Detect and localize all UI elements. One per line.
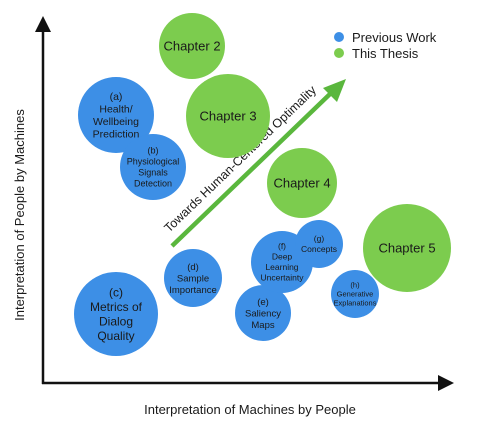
- bubble-label-a-health-wellbeing: Prediction: [93, 128, 140, 140]
- bubble-circle-b-physiological: [120, 134, 186, 200]
- legend-previous-work-swatch: [334, 32, 344, 42]
- bubble-chapter-4: Chapter 4: [267, 148, 337, 218]
- bubbles: Chapter 2 Chapter 3 Chapter 4 Chapter 5 (a)H…: [74, 13, 451, 356]
- bubble-circle-chapter-3: [186, 74, 270, 158]
- bubble-label-g-concepts: Concepts: [301, 244, 337, 254]
- bubble-circle-chapter-2: [159, 13, 225, 79]
- bubble-chapter-2: Chapter 2: [159, 13, 225, 79]
- bubble-label-f-deep-learning: Deep: [272, 252, 293, 262]
- bubble-chapter-5: Chapter 5: [363, 204, 451, 292]
- bubble-label-c-metrics-dialog: (c): [109, 285, 123, 299]
- bubble-label-d-sample-importance: Importance: [169, 285, 217, 296]
- bubble-circle-c-metrics-dialog: [74, 272, 158, 356]
- legend-previous-work-label: Previous Work: [352, 30, 437, 45]
- bubble-label-a-health-wellbeing: Health/: [99, 103, 132, 115]
- bubble-label-h-generative: Generative: [337, 290, 374, 299]
- bubble-label-b-physiological: (b): [148, 146, 159, 156]
- bubble-label-chapter-2: Chapter 2: [163, 39, 220, 54]
- legend: Previous Work This Thesis: [334, 30, 437, 61]
- bubble-circle-a-health-wellbeing: [78, 77, 154, 153]
- bubble-label-e-saliency-maps: (e): [257, 297, 269, 308]
- bubble-circle-chapter-4: [267, 148, 337, 218]
- bubble-g-concepts: (g)Concepts: [295, 220, 343, 268]
- bubble-label-c-metrics-dialog: Dialog: [99, 314, 133, 328]
- bubble-label-h-generative: Explanations: [334, 299, 377, 308]
- optimality-arrow-shaft: [170, 92, 332, 248]
- bubble-label-a-health-wellbeing: (a): [110, 91, 123, 103]
- bubble-label-f-deep-learning: Learning: [265, 262, 298, 272]
- x-axis-arrowhead: [438, 375, 454, 391]
- bubble-chapter-3: Chapter 3: [186, 74, 270, 158]
- bubble-label-d-sample-importance: (d): [187, 262, 199, 273]
- bubble-label-f-deep-learning: Uncertainty: [261, 273, 305, 283]
- bubble-label-d-sample-importance: Sample: [177, 273, 209, 284]
- bubble-circle-chapter-5: [363, 204, 451, 292]
- bubble-label-chapter-5: Chapter 5: [378, 241, 435, 256]
- legend-this-thesis-label: This Thesis: [352, 46, 419, 61]
- bubble-circle-g-concepts: [295, 220, 343, 268]
- x-axis-label: Interpretation of Machines by People: [144, 402, 356, 417]
- legend-this-thesis-swatch: [334, 48, 344, 58]
- bubble-label-b-physiological: Physiological: [127, 157, 180, 167]
- y-axis-arrowhead: [35, 16, 51, 32]
- bubble-circle-h-generative: [331, 270, 379, 318]
- bubble-label-c-metrics-dialog: Metrics of: [90, 300, 143, 314]
- axes: Interpretation of Machines by People Int…: [12, 16, 454, 417]
- bubble-label-chapter-4: Chapter 4: [273, 176, 330, 191]
- bubble-label-b-physiological: Signals: [138, 168, 168, 178]
- y-axis-label: Interpretation of People by Machines: [12, 109, 27, 321]
- optimality-arrow-head: [323, 79, 346, 102]
- bubble-circle-d-sample-importance: [164, 249, 222, 307]
- bubble-label-b-physiological: Detection: [134, 179, 172, 189]
- bubble-circle-e-saliency-maps: [235, 285, 291, 341]
- bubble-label-c-metrics-dialog: Quality: [97, 329, 134, 343]
- bubble-label-e-saliency-maps: Maps: [251, 320, 274, 331]
- bubble-label-g-concepts: (g): [314, 234, 325, 244]
- bubble-label-a-health-wellbeing: Wellbeing: [93, 116, 139, 128]
- bubble-label-chapter-3: Chapter 3: [199, 109, 256, 124]
- bubble-label-f-deep-learning: (f): [278, 241, 286, 251]
- bubble-label-e-saliency-maps: Saliency: [245, 308, 281, 319]
- bubble-label-h-generative: (h): [350, 281, 360, 290]
